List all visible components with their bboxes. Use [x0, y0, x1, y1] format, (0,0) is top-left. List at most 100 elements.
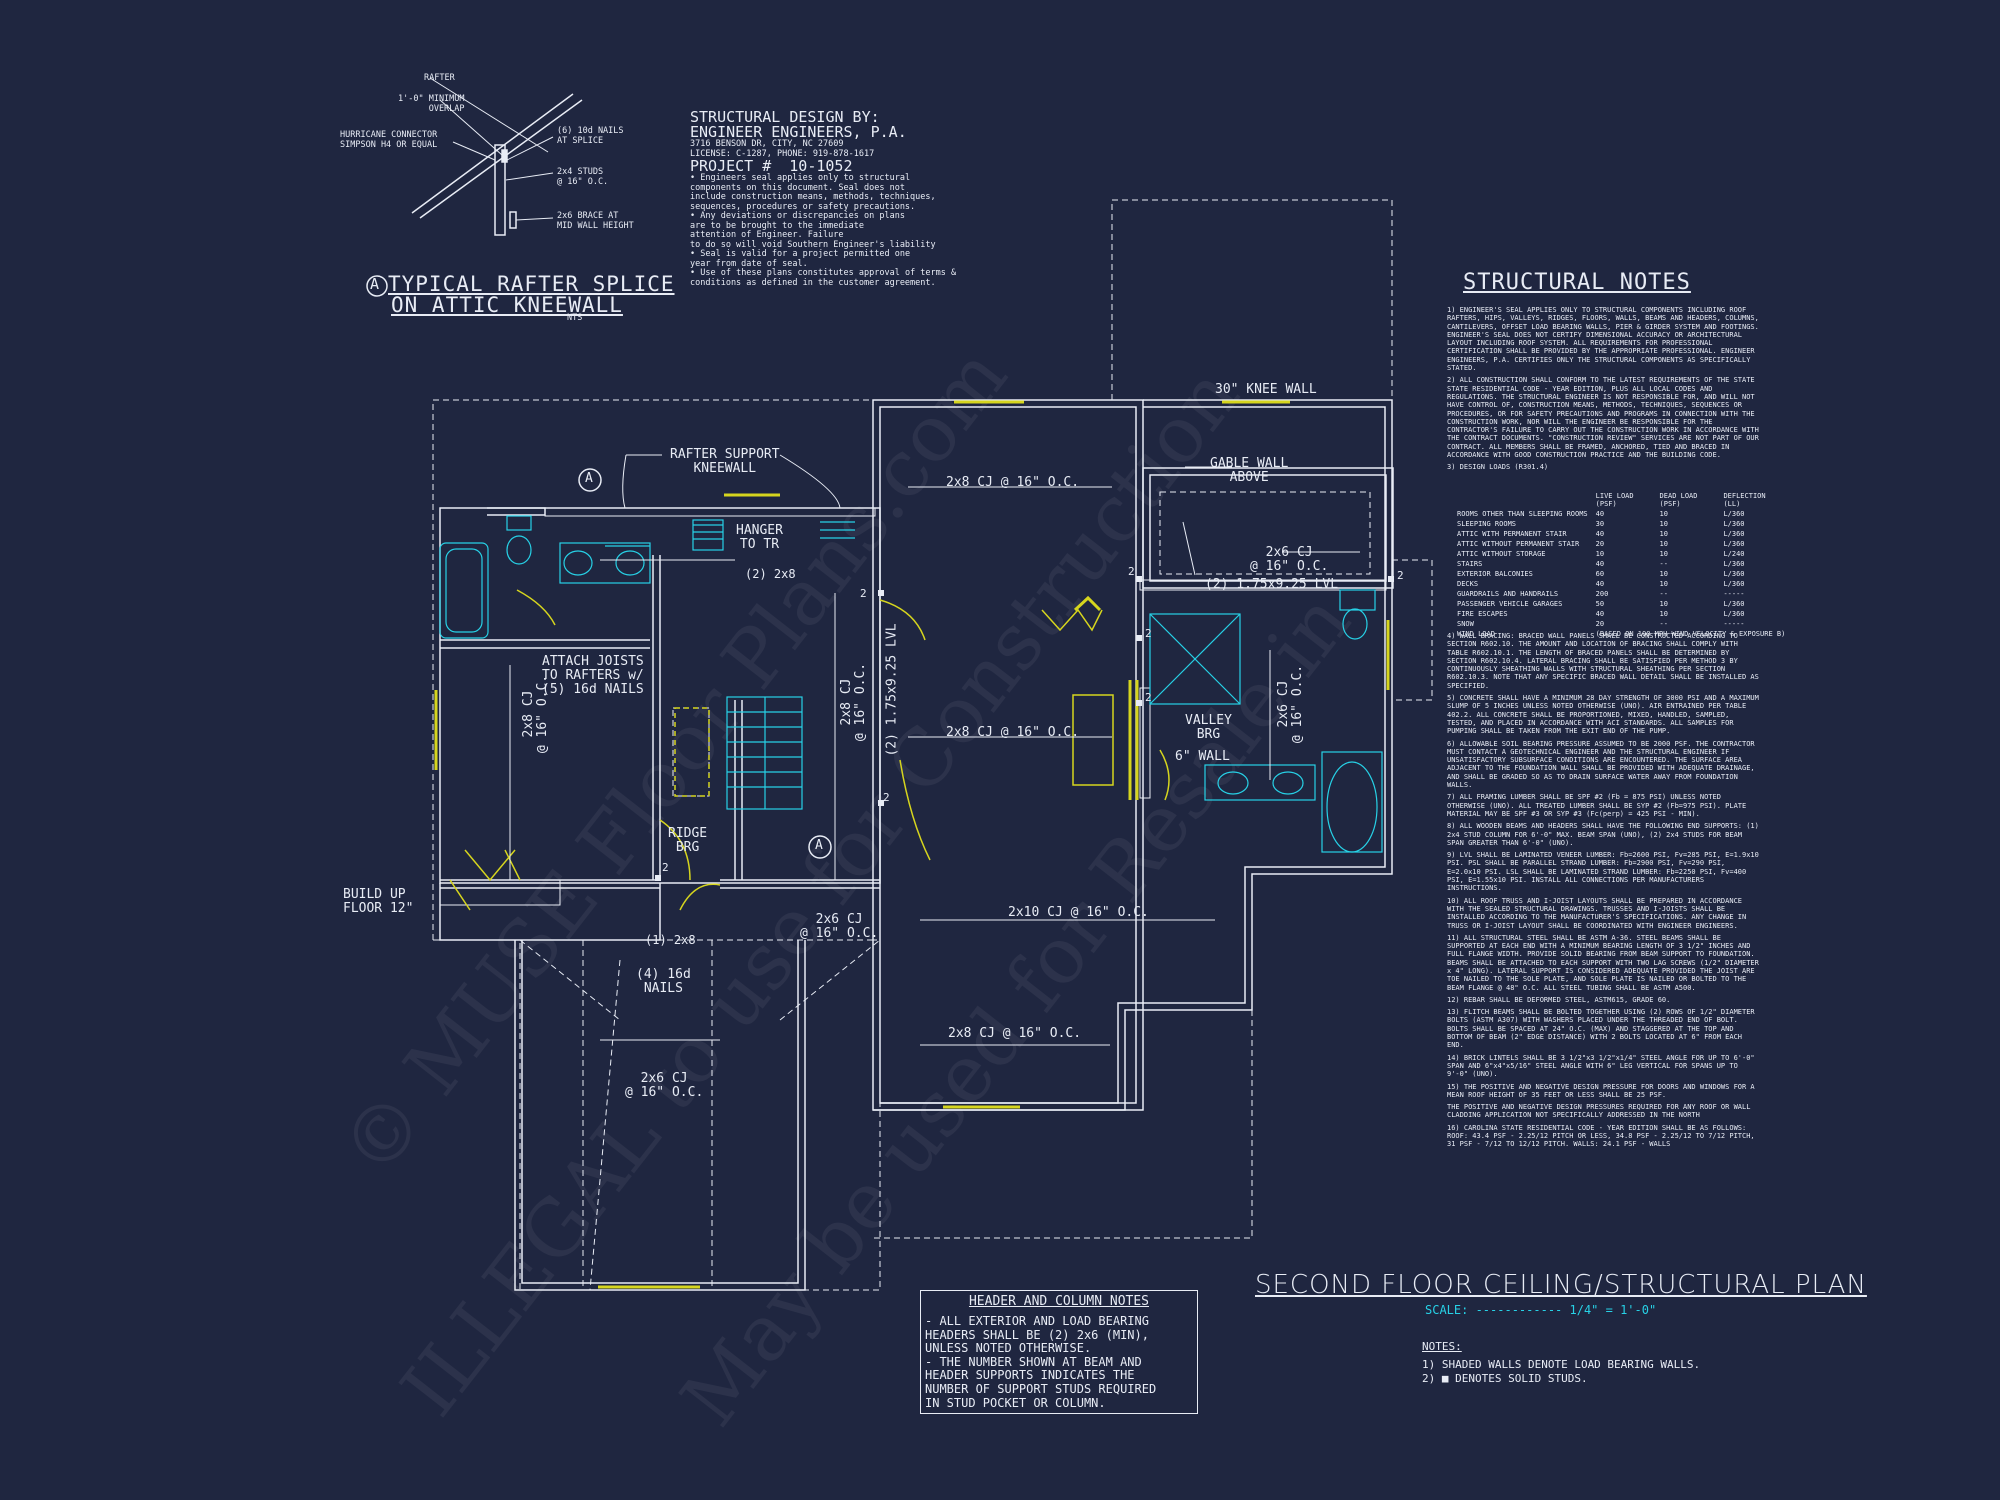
header-note-line: IN STUD POCKET OR COLUMN. — [925, 1395, 1106, 1410]
stud-count: 2 — [1397, 569, 1404, 582]
header-2x8-top: (2) 2x8 — [745, 567, 796, 581]
stud-count: 2 — [860, 587, 867, 600]
header-note-line: - ALL EXTERIOR AND LOAD BEARING — [925, 1314, 1149, 1328]
header-column-notes-box: HEADER AND COLUMN NOTES - ALL EXTERIOR A… — [920, 1290, 1198, 1414]
design-license: LICENSE: C-1287, PHONE: 919-878-1617 — [690, 148, 875, 159]
cj-2x6-garage: 2x6 CJ @ 16" O.C. — [625, 1071, 704, 1100]
six-wall-label: 6" WALL — [1175, 749, 1230, 764]
structural-note: 6) ALLOWABLE SOIL BEARING PRESSURE ASSUM… — [1447, 739, 1755, 790]
knee-wall-label: 30" KNEE WALL — [1215, 382, 1317, 397]
section-marker-bottom: A — [815, 838, 823, 853]
bottom-notes-heading: NOTES: — [1422, 1340, 1462, 1353]
cj-2x10: 2x10 CJ @ 16" O.C. — [1008, 905, 1149, 920]
header-note-line: HEADER SUPPORTS INDICATES THE — [925, 1368, 1135, 1383]
project-label: PROJECT # — [690, 157, 772, 175]
stud-count: 2 — [1145, 691, 1152, 704]
header-note-line: NUMBER OF SUPPORT STUDS REQUIRED — [925, 1381, 1157, 1396]
design-firm: ENGINEER ENGINEERS, P.A. — [690, 123, 907, 141]
stud-count: 2 — [662, 861, 669, 874]
header-note-line: HEADERS SHALL BE (2) 2x6 (MIN), — [925, 1327, 1149, 1342]
structural-note: 5) CONCRETE SHALL HAVE A MINIMUM 28 DAY … — [1447, 694, 1759, 736]
stud-count: 2 — [883, 791, 890, 804]
plan-scale: SCALE: ------------ 1/4" = 1'-0" — [1425, 1303, 1657, 1317]
structural-note: 4) WALL BRACING: BRACED WALL PANELS SHAL… — [1447, 632, 1759, 690]
design-bullet: • Any deviations or discrepancies on pla… — [690, 211, 936, 250]
nts-label: NTS — [567, 313, 583, 323]
build-up-label: BUILD UP FLOOR 12" — [343, 887, 414, 916]
structural-notes-list-a: 1) ENGINEER'S SEAL APPLIES ONLY TO STRUC… — [1447, 306, 1759, 476]
rafter-support-label: RAFTER SUPPORT KNEEWALL — [670, 447, 780, 476]
section-marker-top: A — [585, 471, 593, 486]
cj-2x8-mid: 2x8 CJ @ 16" O.C. — [946, 725, 1080, 740]
studs-label: 2x4 STUDS @ 16" O.C. — [557, 167, 609, 187]
table-header-cell: DEAD LOAD (PSF) — [1659, 492, 1698, 508]
cj-2x8-bottom: 2x8 CJ @ 16" O.C. — [948, 1026, 1082, 1041]
structural-note: 7) ALL FRAMING LUMBER SHALL BE SPF #2 (F… — [1447, 793, 1747, 818]
attach-joists-label: ATTACH JOISTS TO RAFTERS w/ (5) 16d NAIL… — [542, 654, 644, 697]
rafter-splice-title: TYPICAL RAFTER SPLICE — [388, 272, 675, 296]
rafter-splice-detail — [411, 93, 583, 236]
lvl-right-label: (2) 1.75x9.25 LVL — [1205, 577, 1339, 592]
structural-note: 2) ALL CONSTRUCTION SHALL CONFORM TO THE… — [1447, 376, 1759, 460]
gable-wall-label: GABLE WALL ABOVE — [1210, 456, 1289, 485]
stud-count: 2 — [1128, 565, 1135, 578]
header-note-line: UNLESS NOTED OTHERWISE. — [925, 1341, 1092, 1356]
hanger-label: HANGER TO TR — [736, 523, 783, 552]
brace-label: 2x6 BRACE AT MID WALL HEIGHT — [557, 211, 634, 231]
header-note-line: - THE NUMBER SHOWN AT BEAM AND — [925, 1354, 1142, 1369]
rafter-label: RAFTER — [424, 73, 455, 83]
structural-note: 16) CAROLINA STATE RESIDENTIAL CODE - YE… — [1447, 1123, 1755, 1149]
valley-brg-label: VALLEY BRG — [1185, 713, 1232, 742]
structural-note: 13) FLITCH BEAMS SHALL BE BOLTED TOGETHE… — [1447, 1008, 1755, 1050]
structural-note: THE POSITIVE AND NEGATIVE DESIGN PRESSUR… — [1447, 1103, 1751, 1120]
cj-2x8-stair: 2x8 CJ @ 16" O.C. — [839, 662, 869, 742]
splice-nails-label: (6) 10d NAILS AT SPLICE — [557, 126, 624, 146]
design-heading: STRUCTURAL DESIGN BY: — [690, 108, 880, 126]
ridge-brg-label: RIDGE BRG — [668, 826, 708, 855]
rafter-splice-marker: A — [370, 275, 380, 293]
project-number: 10-1052 — [789, 157, 853, 175]
structural-note: 11) ALL STRUCTURAL STEEL SHALL BE ASTM A… — [1447, 933, 1759, 992]
cj-2x6-right: 2x6 CJ @ 16" O.C. — [1250, 545, 1329, 574]
structural-design-block: STRUCTURAL DESIGN BY: ENGINEER ENGINEERS… — [690, 110, 975, 288]
cj-2x6-hall: 2x6 CJ @ 16" O.C. — [800, 912, 879, 941]
nails-16d-label: (4) 16d NAILS — [636, 967, 691, 996]
design-bullet: • Use of these plans constitutes approva… — [690, 268, 957, 288]
table-header-cell — [1457, 492, 1594, 508]
structural-note: 10) ALL ROOF TRUSS AND I-JOIST LAYOUTS S… — [1447, 896, 1747, 930]
overlap-label: 1'-0" MINIMUM OVERLAP — [398, 94, 465, 114]
structural-note: 15) THE POSITIVE AND NEGATIVE DESIGN PRE… — [1447, 1082, 1755, 1099]
structural-note: 8) ALL WOODEN BEAMS AND HEADERS SHALL HA… — [1447, 822, 1759, 847]
hurricane-connector-label: HURRICANE CONNECTOR SIMPSON H4 OR EQUAL — [340, 130, 438, 150]
design-bullet: • Seal is valid for a project permitted … — [690, 249, 911, 269]
table-row: WIND LOAD(BASED ON 100 MPH WIND VELOCITY… — [1457, 630, 1786, 638]
structural-note: 14) BRICK LINTELS SHALL BE 3 1/2"x3 1/2"… — [1447, 1053, 1755, 1079]
lvl-vertical-label: (2) 1.75x9.25 LVL — [884, 623, 900, 757]
structural-note: 9) LVL SHALL BE LAMINATED VENEER LUMBER:… — [1447, 851, 1759, 893]
header-notes-title: HEADER AND COLUMN NOTES — [968, 1294, 1149, 1309]
stud-count: 2 — [1145, 627, 1152, 640]
design-loads-table: LIVE LOAD (PSF) DEAD LOAD (PSF) DEFLECTI… — [1455, 490, 1793, 640]
design-address: 3716 BENSON DR, CITY, NC 27609 — [690, 139, 844, 149]
header-1-2x8: (1) 2x8 — [645, 933, 696, 947]
structural-note: 1) ENGINEER'S SEAL APPLIES ONLY TO STRUC… — [1447, 306, 1759, 373]
plan-title: SECOND FLOOR CEILING/STRUCTURAL PLAN — [1255, 1270, 1867, 1300]
cj-2x8-left: 2x8 CJ @ 16" O.C. — [521, 674, 551, 754]
design-bullet: • Engineers seal applies only to structu… — [690, 173, 936, 212]
table-header-cell: LIVE LOAD (PSF) — [1595, 492, 1634, 508]
structural-note: 12) REBAR SHALL BE DEFORMED STEEL, ASTM6… — [1447, 995, 1671, 1004]
bottom-note-line: 2) ■ DENOTES SOLID STUDS. — [1422, 1372, 1588, 1385]
bottom-note-line: 1) SHADED WALLS DENOTE LOAD BEARING WALL… — [1422, 1358, 1701, 1371]
